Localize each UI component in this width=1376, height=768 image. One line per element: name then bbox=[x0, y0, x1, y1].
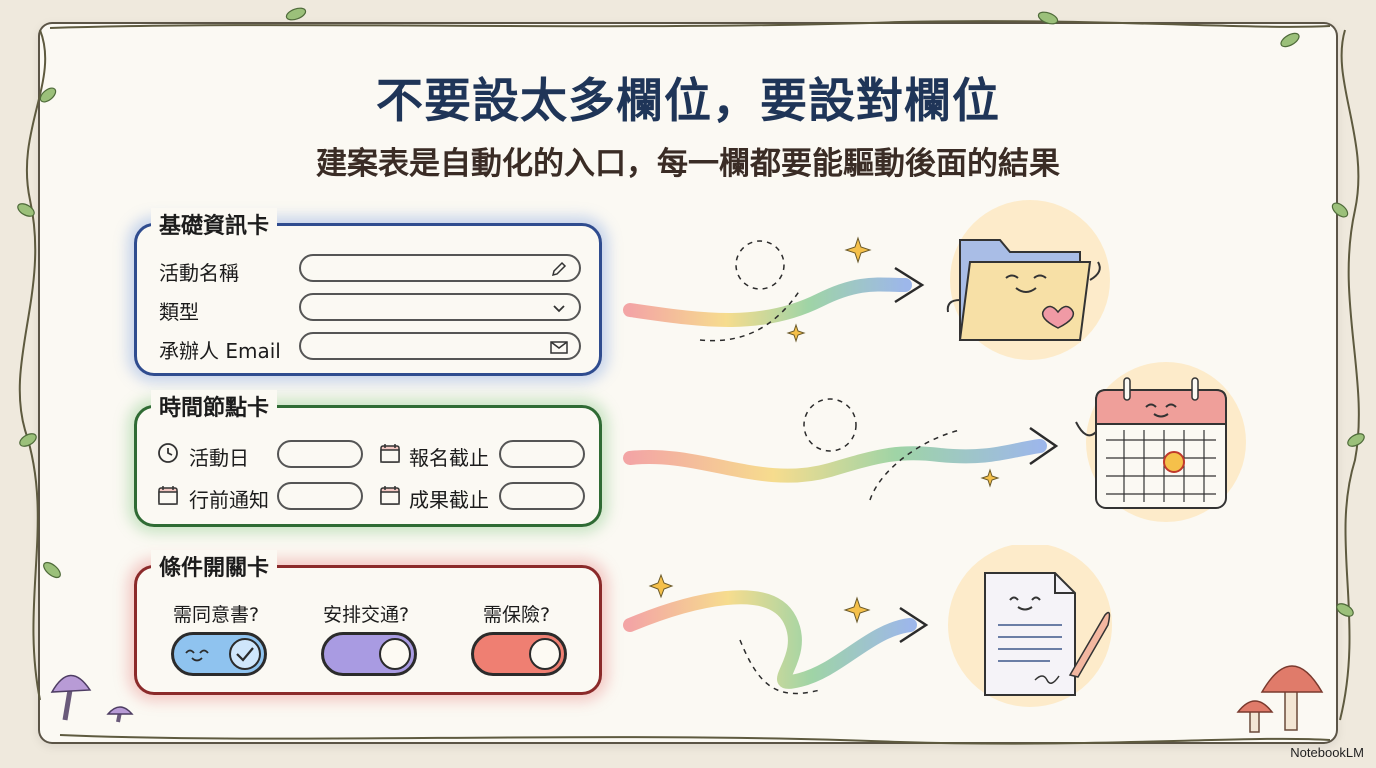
registration-deadline-field[interactable] bbox=[499, 440, 585, 468]
arrow-to-document bbox=[623, 590, 929, 695]
transport-label: 安排交通? bbox=[323, 604, 410, 626]
calendar-icon bbox=[380, 486, 400, 505]
calendar-icon bbox=[380, 444, 400, 463]
pre-trip-notice-field[interactable] bbox=[277, 482, 363, 510]
calendar-icon bbox=[158, 486, 178, 505]
arrow-to-calendar bbox=[623, 398, 1059, 501]
results-deadline-label: 成果截止 bbox=[409, 488, 489, 512]
basic-info-card: 基礎資訊卡 活動名稱 類型 承辦人 Email bbox=[134, 208, 602, 376]
transport-toggle-knob bbox=[379, 638, 411, 670]
transport-toggle[interactable] bbox=[321, 632, 417, 676]
organizer-email-field[interactable] bbox=[299, 332, 581, 360]
condition-switches-card: 條件開關卡 需同意書? 安排交通? 需保險? bbox=[134, 550, 602, 695]
page-subtitle: 建案表是自動化的入口，每一欄都要能驅動後面的結果 bbox=[316, 146, 1060, 182]
conditions-card-title: 條件開關卡 bbox=[151, 550, 278, 582]
event-name-field[interactable] bbox=[299, 254, 581, 282]
insurance-label: 需保險? bbox=[483, 604, 551, 626]
smile-face-icon bbox=[185, 649, 209, 662]
pencil-icon bbox=[551, 261, 567, 277]
consent-form-label: 需同意書? bbox=[173, 604, 260, 626]
clock-icon bbox=[158, 443, 178, 463]
envelope-icon bbox=[550, 341, 568, 354]
chevron-down-icon bbox=[553, 305, 565, 313]
insurance-toggle-knob bbox=[529, 638, 561, 670]
check-icon bbox=[236, 647, 254, 662]
document-icon bbox=[948, 545, 1112, 707]
results-deadline-field[interactable] bbox=[499, 482, 585, 510]
insurance-toggle[interactable] bbox=[471, 632, 567, 676]
page-title: 不要設太多欄位，要設對欄位 bbox=[376, 74, 1000, 129]
event-name-label: 活動名稱 bbox=[159, 261, 239, 285]
arrow-to-folder bbox=[623, 240, 925, 342]
basic-info-card-title: 基礎資訊卡 bbox=[151, 208, 278, 240]
calendar-illustration-icon bbox=[1075, 362, 1246, 522]
pre-trip-notice-label: 行前通知 bbox=[189, 488, 269, 512]
registration-deadline-label: 報名截止 bbox=[409, 446, 489, 470]
consent-toggle-knob bbox=[229, 638, 261, 670]
time-milestones-card: 時間節點卡 活動日 報名截止 行前通知 成果截止 bbox=[134, 390, 602, 527]
type-select[interactable] bbox=[299, 293, 581, 321]
consent-form-toggle[interactable] bbox=[171, 632, 267, 676]
brand-label: NotebookLM bbox=[1290, 745, 1364, 760]
type-label: 類型 bbox=[159, 300, 199, 324]
time-card-title: 時間節點卡 bbox=[151, 390, 278, 422]
event-date-label: 活動日 bbox=[189, 446, 249, 470]
event-date-field[interactable] bbox=[277, 440, 363, 468]
folder-icon bbox=[946, 200, 1110, 360]
organizer-email-label: 承辦人 Email bbox=[159, 339, 281, 363]
